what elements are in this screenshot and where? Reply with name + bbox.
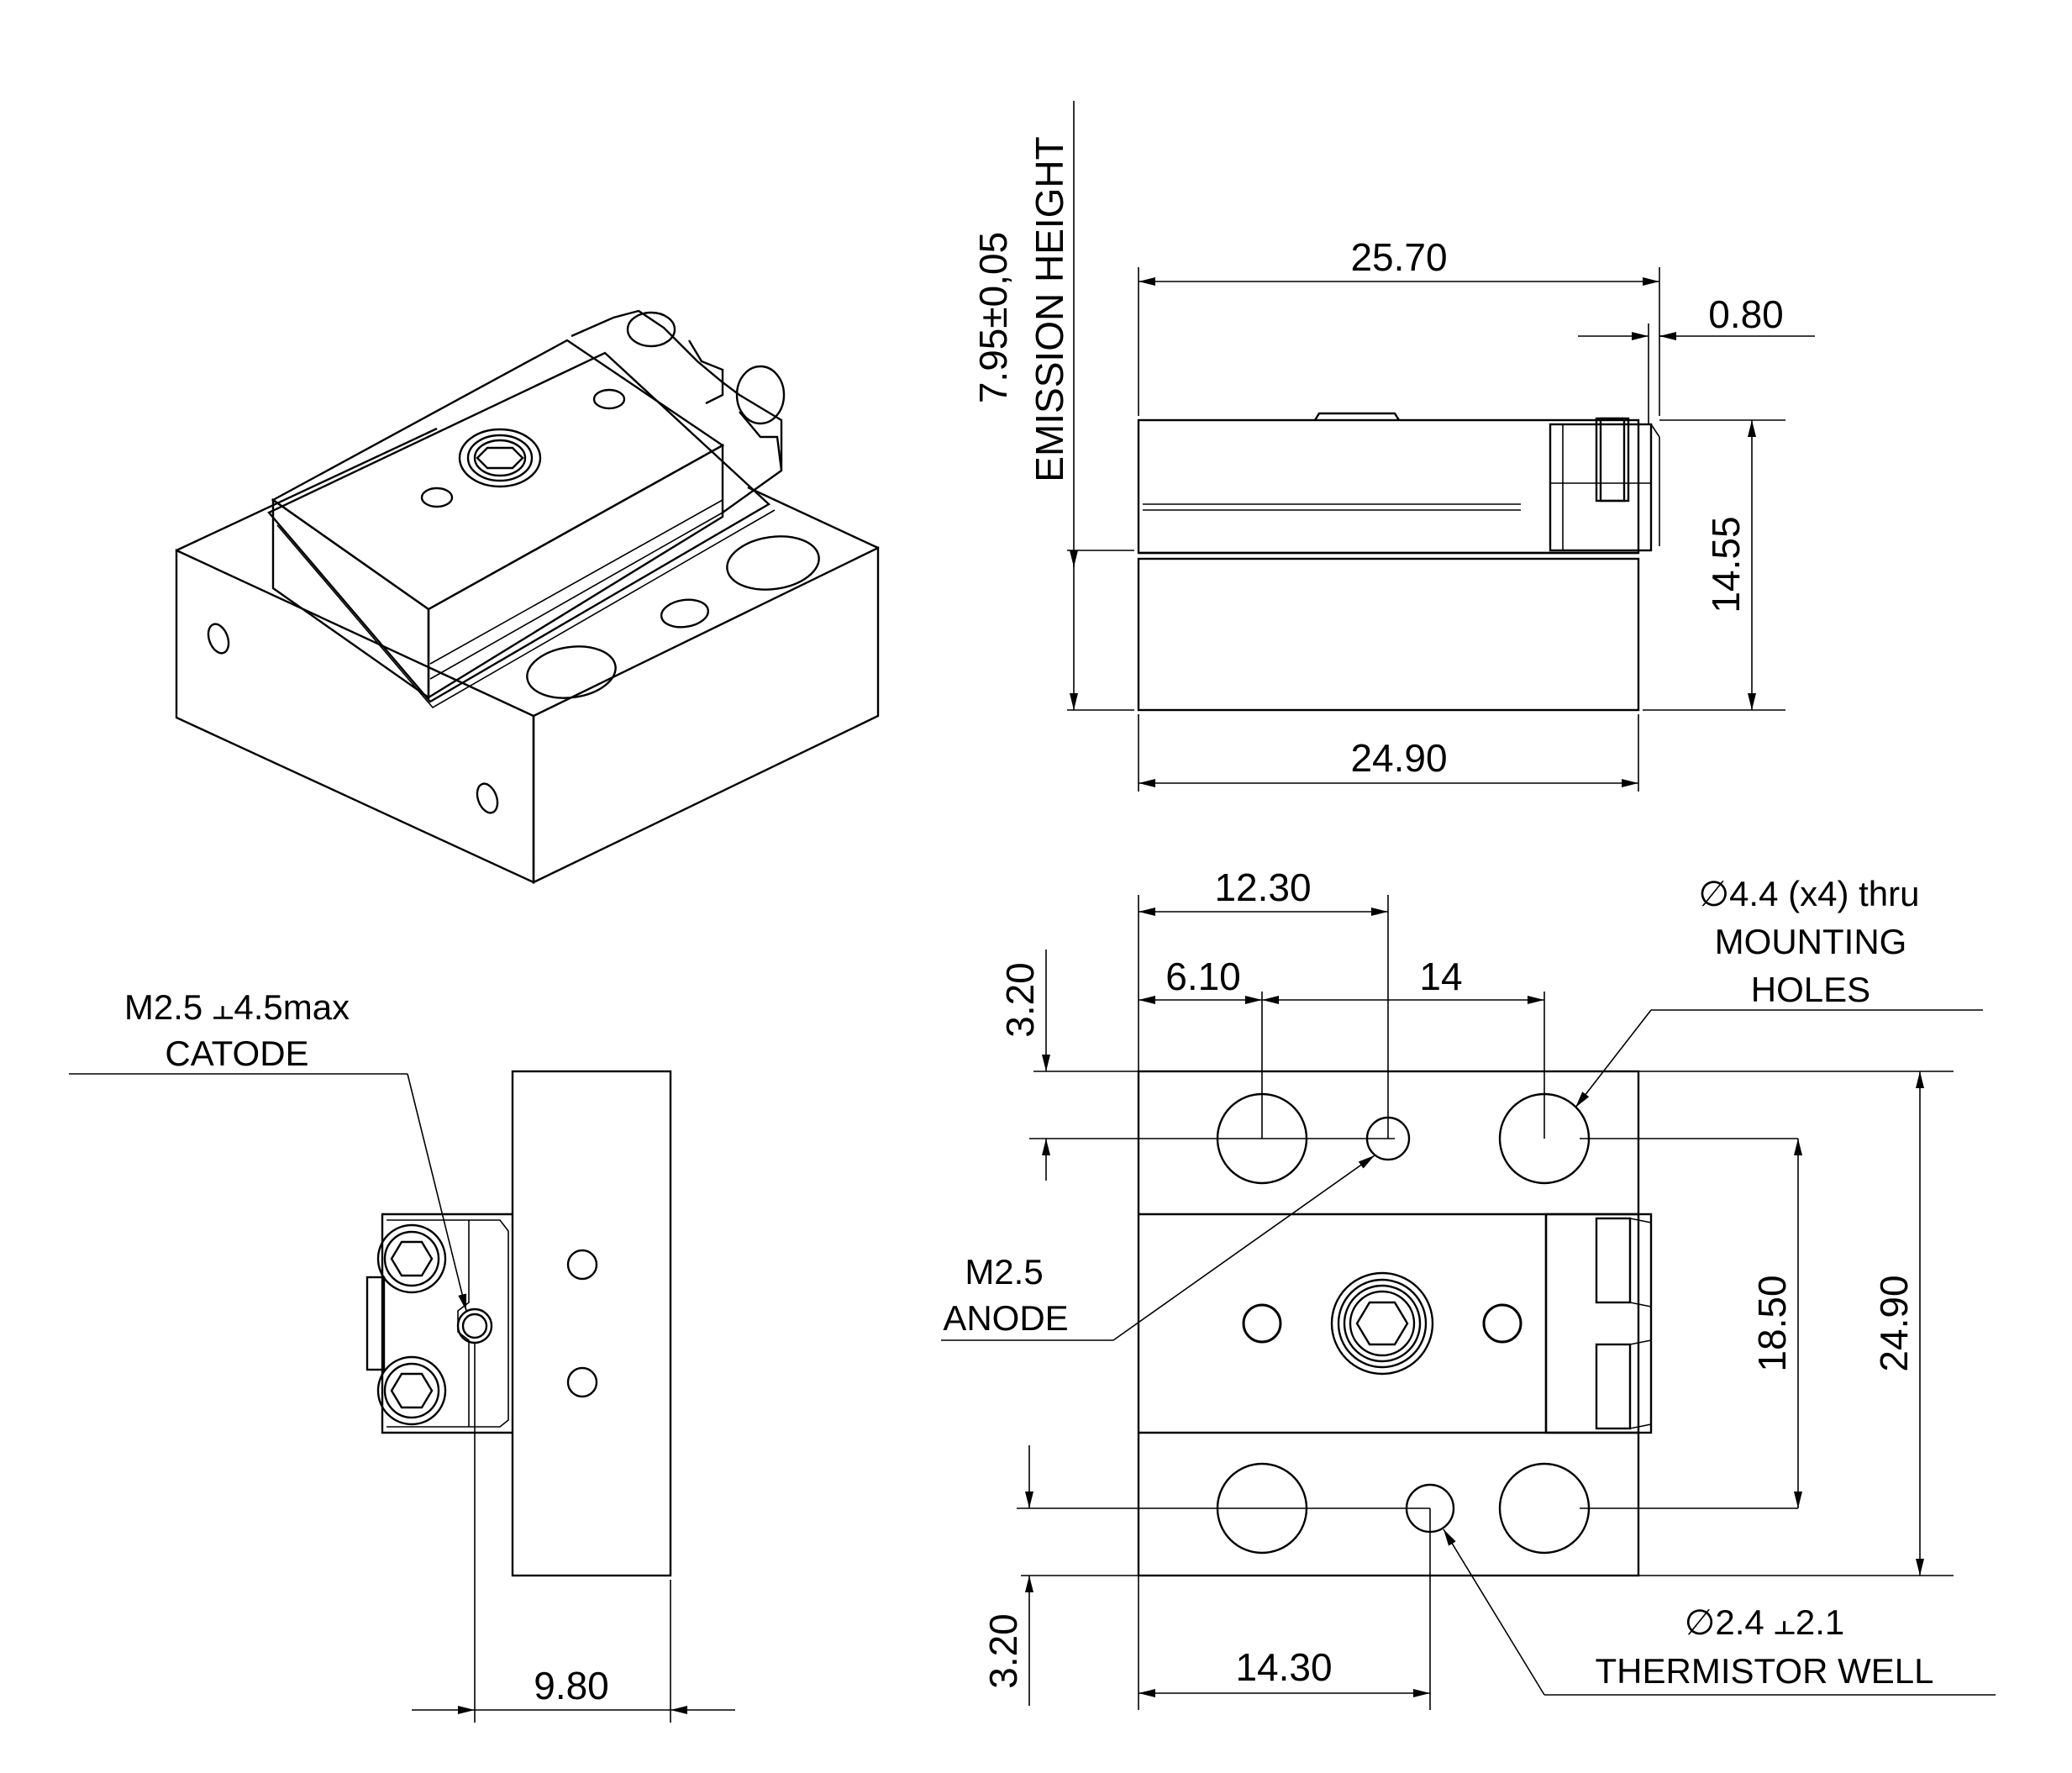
top-view xyxy=(1137,1070,1653,1577)
dim-vertical-total: 24.90 xyxy=(1872,1275,1916,1371)
callout-mounting-3: HOLES xyxy=(1751,970,1870,1009)
callout-mounting-2: MOUNTING xyxy=(1715,922,1907,961)
dim-hole-x-offset: 12.30 xyxy=(1214,865,1311,909)
front-view xyxy=(365,1070,672,1577)
callout-anode-2: ANODE xyxy=(943,1298,1068,1338)
dim-top-width: 25.70 xyxy=(1350,235,1447,279)
dim-lens-offset: 0.80 xyxy=(1708,292,1784,336)
side-view-dimensions: 25.70 0.80 14.55 24.90 7.95±0,05 EMISSIO… xyxy=(971,101,1815,792)
callout-mounting-1: ∅4.4 (x4) thru xyxy=(1698,874,1919,913)
dim-thermistor-offset: 14.30 xyxy=(1235,1645,1332,1689)
isometric-view xyxy=(175,309,880,884)
dim-base-width: 24.90 xyxy=(1350,736,1447,780)
dim-emission-value: 7.95±0,05 xyxy=(971,232,1015,403)
dim-hole-spacing: 14 xyxy=(1419,955,1462,998)
dim-side-height: 14.55 xyxy=(1704,516,1748,613)
callout-thermistor-1: ∅2.4 ⫠2.1 xyxy=(1685,1602,1844,1642)
dim-edge-top: 3.20 xyxy=(998,962,1042,1038)
mounting-hole-bottom-right xyxy=(1498,1462,1591,1555)
dim-side-view-width: 9.80 xyxy=(534,1664,609,1707)
callout-catode-2: CATODE xyxy=(165,1034,308,1073)
callout-anode-1: M2.5 xyxy=(965,1252,1043,1292)
side-view xyxy=(1137,412,1660,712)
dim-emission-label: EMISSION HEIGHT xyxy=(1028,136,1071,481)
dim-hole-first: 6.10 xyxy=(1165,955,1241,998)
dim-vertical-spacing: 18.50 xyxy=(1750,1275,1794,1371)
callout-catode-1: M2.5 ⫠4.5max xyxy=(124,987,350,1027)
dim-edge-bottom: 3.20 xyxy=(981,1613,1025,1689)
callout-thermistor-2: THERMISTOR WELL xyxy=(1596,1651,1934,1691)
top-view-dimensions: 12.30 6.10 14 3.20 3.20 18.50 24.90 14.3… xyxy=(941,865,1996,1710)
front-view-dimensions: 9.80 M2.5 ⫠4.5max CATODE xyxy=(69,987,735,1723)
